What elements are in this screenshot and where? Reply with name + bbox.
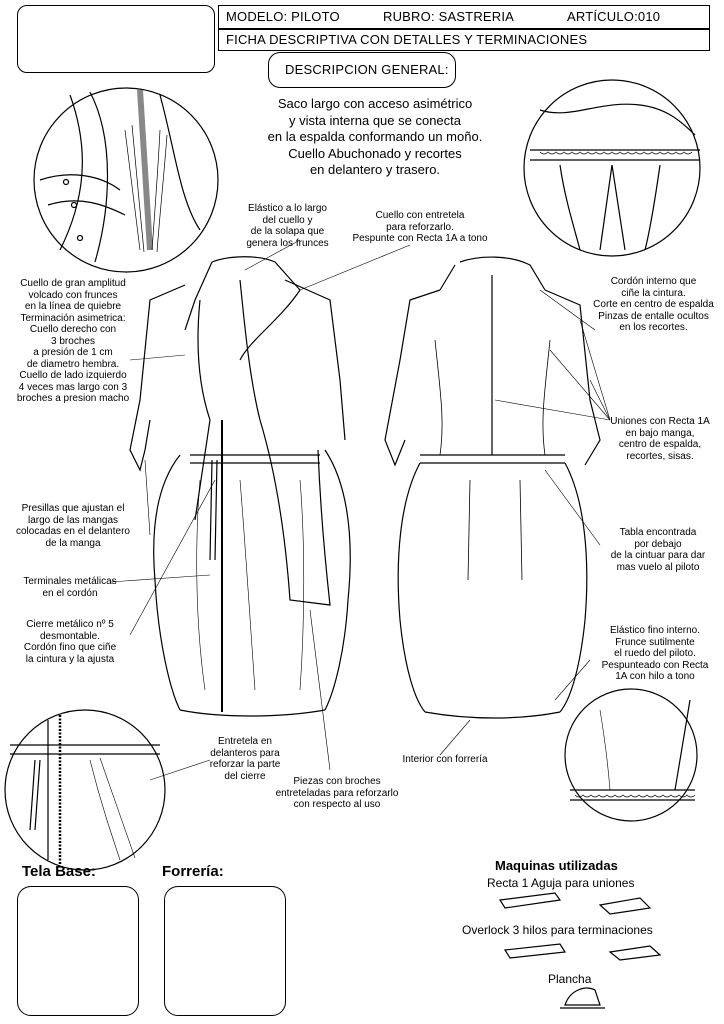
note-interior: Interior con forrería: [402, 754, 488, 765]
note-entretela: Entretela en delanteros para reforzar la…: [209, 736, 281, 782]
recta-icon: [498, 892, 652, 915]
forreria-label: Forrería:: [162, 863, 224, 880]
plancha-icon: [560, 987, 605, 1009]
detail-circle-waist-back: [523, 79, 701, 257]
general-description: Saco largo con acceso asimétrico y vista…: [267, 96, 483, 177]
note-cuello-entretela: Cuello con entretela para reforzarlo. Pe…: [352, 210, 488, 244]
modelo-label: MODELO: PILOTO: [226, 9, 340, 24]
rubro-label: RUBRO: SASTRERIA: [383, 9, 515, 24]
note-elastico-fino: Elástico fino interno. Frunce sutilmente…: [601, 625, 709, 682]
articulo-label: ARTÍCULO:010: [567, 9, 661, 24]
maquina-recta: Recta 1 Aguja para uniones: [487, 876, 635, 890]
note-terminales: Terminales metálicas en el cordón: [23, 576, 117, 599]
detail-circle-zipper: [4, 709, 166, 871]
logo-box: [17, 5, 215, 73]
note-piezas: Piezas con broches entreteladas para ref…: [275, 776, 399, 810]
note-cuello-amplitud: Cuello de gran amplitud volcado con frun…: [16, 278, 130, 404]
desc-general-tab: [268, 52, 456, 88]
overlock-icon: [503, 943, 662, 961]
detail-circle-collar: [33, 87, 219, 273]
forreria-swatch: [164, 886, 286, 1016]
note-uniones: Uniones con Recta 1A en bajo manga, cent…: [610, 416, 710, 462]
header-ficha-bar: [218, 29, 710, 51]
detail-circle-hem: [564, 688, 698, 822]
note-cierre: Cierre metálico nº 5 desmontable. Cordón…: [23, 619, 117, 665]
tela-base-swatch: [17, 886, 139, 1016]
back-coat-drawing: [384, 256, 601, 719]
note-presillas: Presillas que ajustan el largo de las ma…: [16, 503, 130, 549]
ficha-label: FICHA DESCRIPTIVA CON DETALLES Y TERMINA…: [226, 32, 588, 47]
note-elastico-cuello: Elástico a lo largo del cuello y de la s…: [246, 203, 329, 249]
desc-general-label: DESCRIPCION GENERAL:: [285, 62, 449, 77]
maquina-plancha: Plancha: [548, 972, 592, 986]
tela-base-label: Tela Base:: [22, 863, 96, 880]
note-tabla: Tabla encontrada por debajo de la cintua…: [610, 527, 706, 573]
note-cordon-interno: Cordón interno que ciñe la cintura. Cort…: [593, 276, 714, 333]
maquina-overlock: Overlock 3 hilos para terminaciones: [462, 923, 653, 937]
leader-lines: [109, 239, 611, 781]
header-top-bar: [218, 5, 710, 29]
front-coat-drawing: [129, 256, 351, 717]
maquinas-title: Maquinas utilizadas: [495, 858, 618, 873]
